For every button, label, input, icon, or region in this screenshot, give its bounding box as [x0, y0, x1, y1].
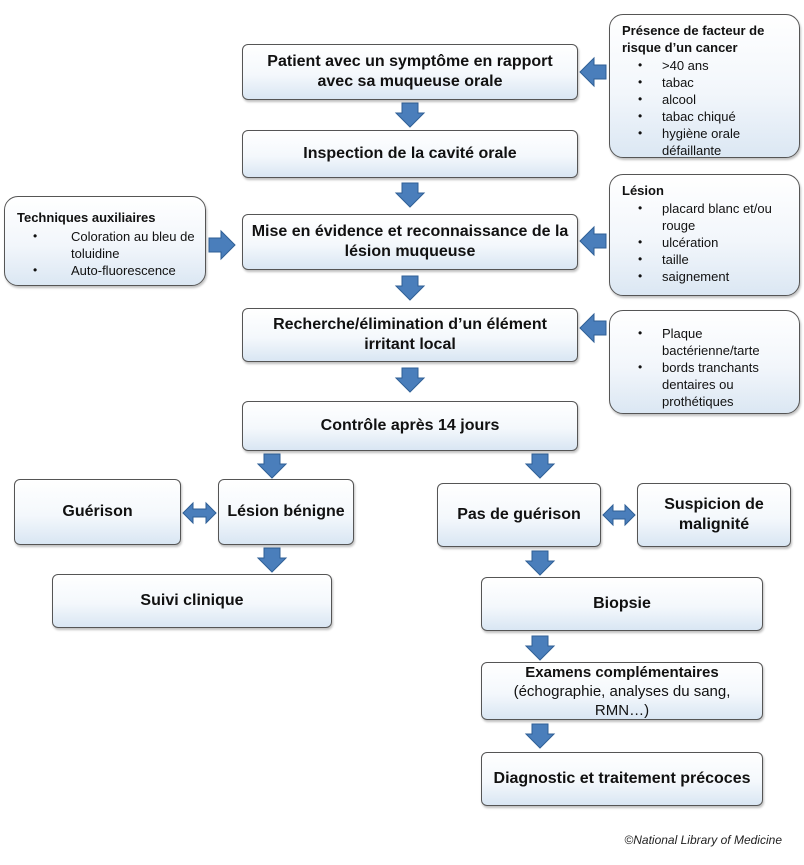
credit-text: ©National Library of Medicine [624, 833, 782, 847]
lesion-title: Lésion [622, 183, 664, 198]
risk-factor-title: Présence de facteur de risque d’un cance… [622, 23, 765, 55]
box-mise-en-evidence: Mise en évidence et reconnaissance de la… [242, 214, 578, 270]
lesion-item: taille [622, 251, 791, 268]
box-suspicion-malignite: Suspicion de malignité [637, 483, 791, 547]
arrow-left-icon [579, 225, 607, 257]
risk-factor-item: hygiène orale défaillante [622, 125, 791, 159]
techniques-title: Techniques auxiliaires [17, 210, 156, 225]
risk-factor-item: tabac chiqué [622, 108, 791, 125]
box-guerison: Guérison [14, 479, 181, 545]
double-arrow-icon [182, 501, 217, 525]
box-lesion-benigne: Lésion bénigne [218, 479, 354, 545]
box-pas-de-guerison: Pas de guérison [437, 483, 601, 547]
box-recherche: Recherche/élimination d’un élément irrit… [242, 308, 578, 362]
irritant-item: Plaque bactérienne/tarte [622, 325, 791, 359]
arrow-left-icon [579, 312, 607, 344]
risk-factor-item: >40 ans [622, 57, 791, 74]
irritant-list: Plaque bactérienne/tarte bords tranchant… [622, 325, 791, 410]
arrow-down-icon [524, 453, 556, 479]
risk-factor-item: alcool [622, 91, 791, 108]
lesion-item: ulcération [622, 234, 791, 251]
arrow-down-icon [524, 723, 556, 749]
box-patient: Patient avec un symptôme en rapport avec… [242, 44, 578, 100]
risk-factor-item: tabac [622, 74, 791, 91]
arrow-down-icon [256, 453, 288, 479]
examens-detail: (échographie, analyses du sang, RMN…) [513, 682, 731, 719]
techniques-item: Coloration au bleu de toluidine [17, 228, 197, 262]
arrow-down-icon [256, 547, 288, 573]
lesion-item: placard blanc et/ou rouge [622, 200, 791, 234]
box-suivi-clinique: Suivi clinique [52, 574, 332, 628]
box-controle: Contrôle après 14 jours [242, 401, 578, 451]
arrow-down-icon [394, 102, 426, 128]
lesion-list: placard blanc et/ou rouge ulcération tai… [622, 200, 791, 285]
arrow-down-icon [394, 367, 426, 393]
box-examens: Examens complémentaires (échographie, an… [481, 662, 763, 720]
box-biopsie: Biopsie [481, 577, 763, 631]
irritant-box: Plaque bactérienne/tarte bords tranchant… [609, 310, 800, 414]
double-arrow-icon [602, 503, 636, 527]
box-inspection: Inspection de la cavité orale [242, 130, 578, 178]
risk-factor-list: >40 ans tabac alcool tabac chiqué hygièn… [622, 57, 791, 159]
techniques-item: Auto-fluorescence [17, 262, 197, 279]
lesion-item: saignement [622, 268, 791, 285]
arrow-down-icon [394, 275, 426, 301]
box-diagnostic: Diagnostic et traitement précoces [481, 752, 763, 806]
arrow-down-icon [524, 550, 556, 576]
lesion-box: Lésion placard blanc et/ou rouge ulcérat… [609, 174, 800, 296]
examens-title: Examens complémentaires [525, 663, 719, 681]
arrow-left-icon [579, 56, 607, 88]
arrow-right-icon [208, 229, 236, 261]
techniques-box: Techniques auxiliaires Coloration au ble… [4, 196, 206, 286]
risk-factor-box: Présence de facteur de risque d’un cance… [609, 14, 800, 158]
arrow-down-icon [394, 182, 426, 208]
arrow-down-icon [524, 635, 556, 661]
techniques-list: Coloration au bleu de toluidine Auto-flu… [17, 228, 197, 279]
irritant-item: bords tranchants dentaires ou prothétiqu… [622, 359, 791, 410]
